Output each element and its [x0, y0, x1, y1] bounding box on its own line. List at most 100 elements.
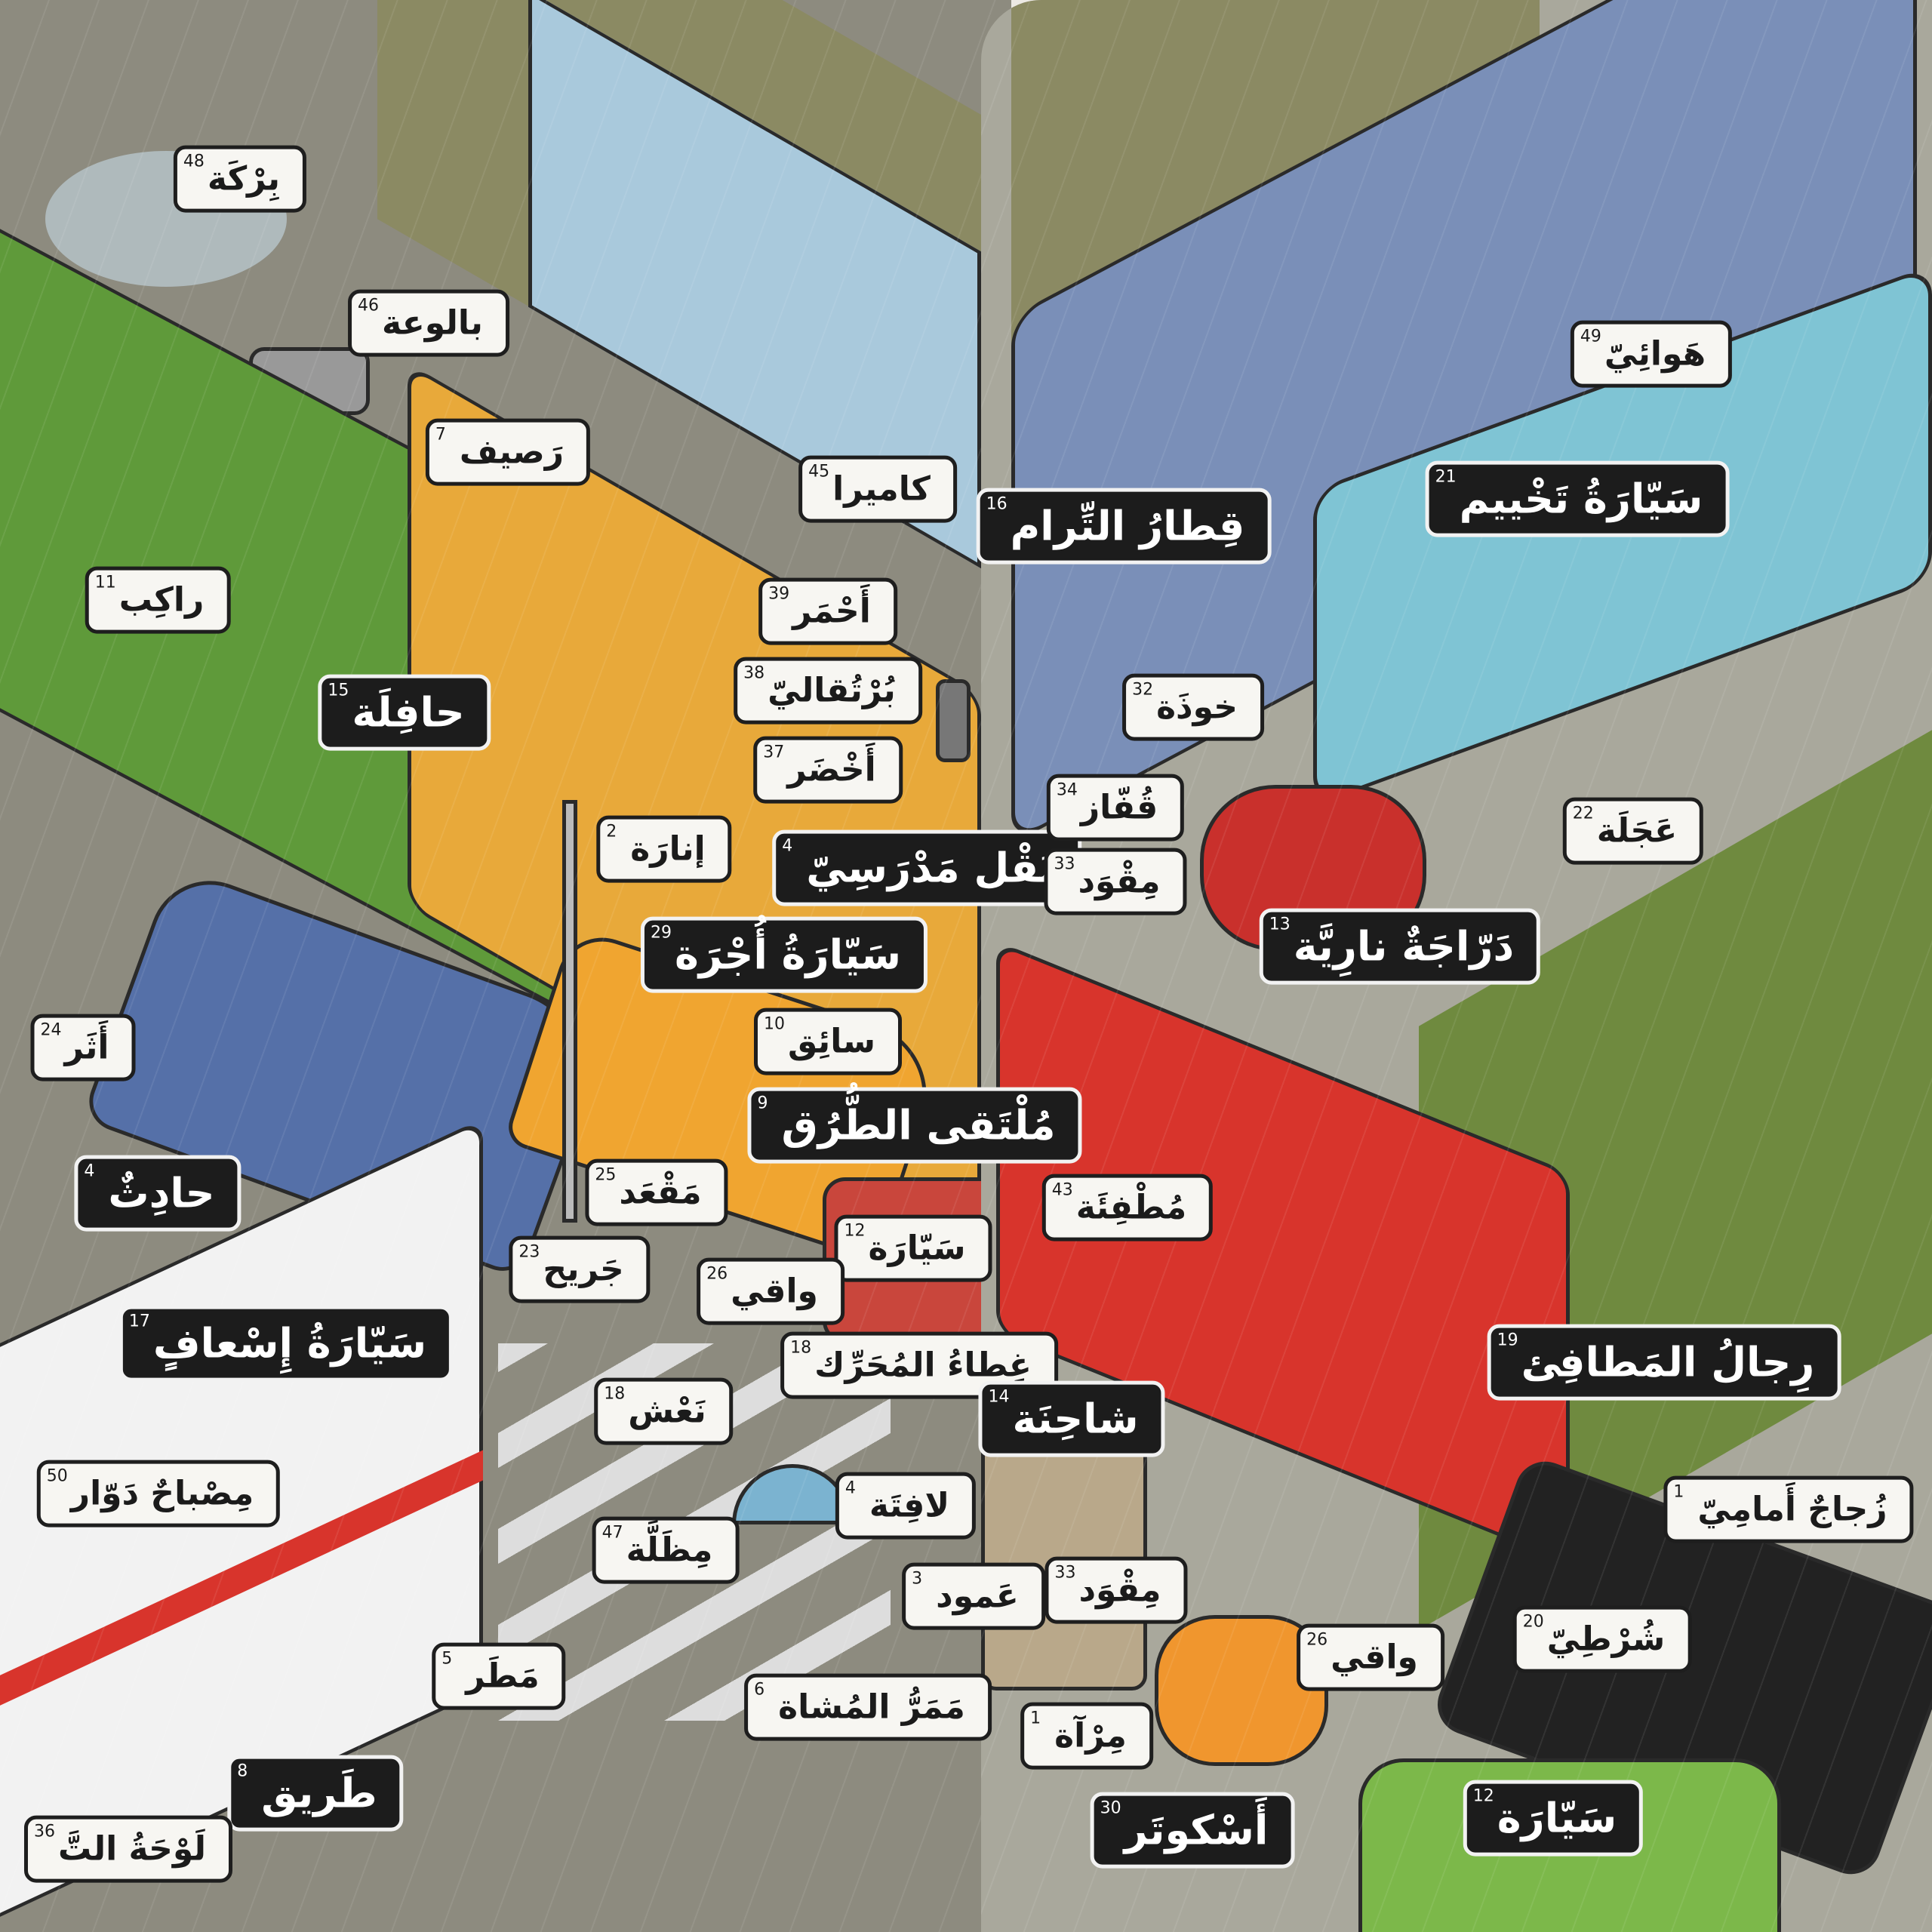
- label-word: أَخْضَر: [787, 750, 876, 789]
- label-number: 34: [1056, 780, 1078, 800]
- label-number: 48: [183, 152, 205, 171]
- label-word: أَحْمَر: [792, 592, 871, 631]
- label-number: 14: [988, 1387, 1010, 1407]
- label-number: 18: [790, 1338, 812, 1358]
- label-word: نَقْل مَدْرَسِيّ: [806, 844, 1055, 892]
- label-word: حافِلَة: [352, 688, 465, 737]
- label-word: زُجاجٌ أَمامِيّ: [1697, 1490, 1887, 1529]
- scooter: [1155, 1615, 1328, 1766]
- label-number: 39: [768, 584, 790, 604]
- label-number: 16: [986, 494, 1008, 514]
- label-number: 19: [1497, 1331, 1518, 1350]
- label-word: نَعْش: [628, 1392, 706, 1431]
- label-word: مَطَر: [466, 1657, 540, 1696]
- label-word: قِطارُ التِّرام: [1010, 502, 1245, 550]
- label-word: مِقْوَد: [1078, 862, 1161, 901]
- label-word: سَيّارَة: [1497, 1794, 1617, 1842]
- lamp-post: [562, 800, 577, 1223]
- label-word: رِجالُ المَطافِئ: [1521, 1338, 1815, 1386]
- label-word: هَوائِيّ: [1604, 334, 1706, 374]
- label-word: بالوعة: [382, 303, 483, 343]
- label-number: 10: [764, 1014, 786, 1034]
- label-number: 25: [595, 1165, 617, 1185]
- label-number: 21: [1435, 467, 1457, 487]
- label-number: 37: [763, 743, 785, 762]
- label-number: 12: [1472, 1786, 1494, 1806]
- label-number: 46: [358, 296, 380, 315]
- label-word: شُرْطِيّ: [1546, 1620, 1666, 1659]
- label-number: 50: [46, 1466, 68, 1486]
- label-number: 45: [808, 462, 830, 481]
- label-word: مِقْوَد: [1078, 1571, 1161, 1610]
- label-word: مُلْتَقى الطُّرُق: [781, 1101, 1056, 1149]
- label-number: 6: [754, 1680, 765, 1700]
- label-number: 29: [650, 923, 672, 943]
- label-word: سَيّارَةُ إِسْعافٍ: [152, 1319, 427, 1367]
- label-number: 13: [1269, 915, 1291, 934]
- label-number: 11: [94, 573, 116, 592]
- label-word: واقي: [1331, 1638, 1418, 1677]
- label-number: 15: [328, 681, 349, 700]
- label-number: 36: [33, 1822, 55, 1841]
- label-word: مُطْفِئَة: [1075, 1188, 1187, 1227]
- label-word: شاحِنَة: [1012, 1395, 1139, 1443]
- label-word: غِطاءُ المُحَرِّك: [814, 1346, 1032, 1385]
- vocab-label: 8 طَريق: [227, 1755, 404, 1832]
- label-word: أَثَر: [64, 1028, 109, 1067]
- label-number: 24: [40, 1020, 62, 1040]
- beige-truck: [981, 1419, 1147, 1690]
- label-word: طَريق: [261, 1769, 377, 1817]
- label-word: بِرْكَة: [207, 159, 281, 198]
- label-word: كاميرا: [832, 469, 931, 509]
- label-number: 26: [706, 1264, 728, 1284]
- label-word: واقي: [731, 1272, 818, 1311]
- label-word: بُرْتُقاليّ: [768, 671, 896, 710]
- label-number: 43: [1051, 1180, 1073, 1200]
- label-number: 8: [237, 1761, 248, 1781]
- label-word: مَمَرُّ المُشاة: [778, 1687, 965, 1727]
- label-number: 23: [518, 1242, 540, 1262]
- label-number: 33: [1054, 854, 1075, 874]
- label-number: 30: [1100, 1798, 1121, 1818]
- label-number: 2: [606, 822, 617, 841]
- label-word: عَجَلَة: [1596, 811, 1678, 851]
- label-word: مَقْعَد: [619, 1173, 702, 1212]
- label-word: رَصيف: [459, 432, 565, 472]
- label-number: 47: [601, 1523, 623, 1543]
- vocab-label: 6 مَمَرُّ المُشاة: [744, 1673, 992, 1741]
- label-word: مِصْباحٌ دَوّار: [70, 1474, 254, 1513]
- vocab-label: 5 مَطَر: [432, 1642, 566, 1710]
- label-number: 5: [441, 1649, 453, 1669]
- label-word: جَريح: [543, 1250, 624, 1289]
- label-word: خوذَة: [1156, 688, 1238, 727]
- label-number: 18: [604, 1384, 626, 1404]
